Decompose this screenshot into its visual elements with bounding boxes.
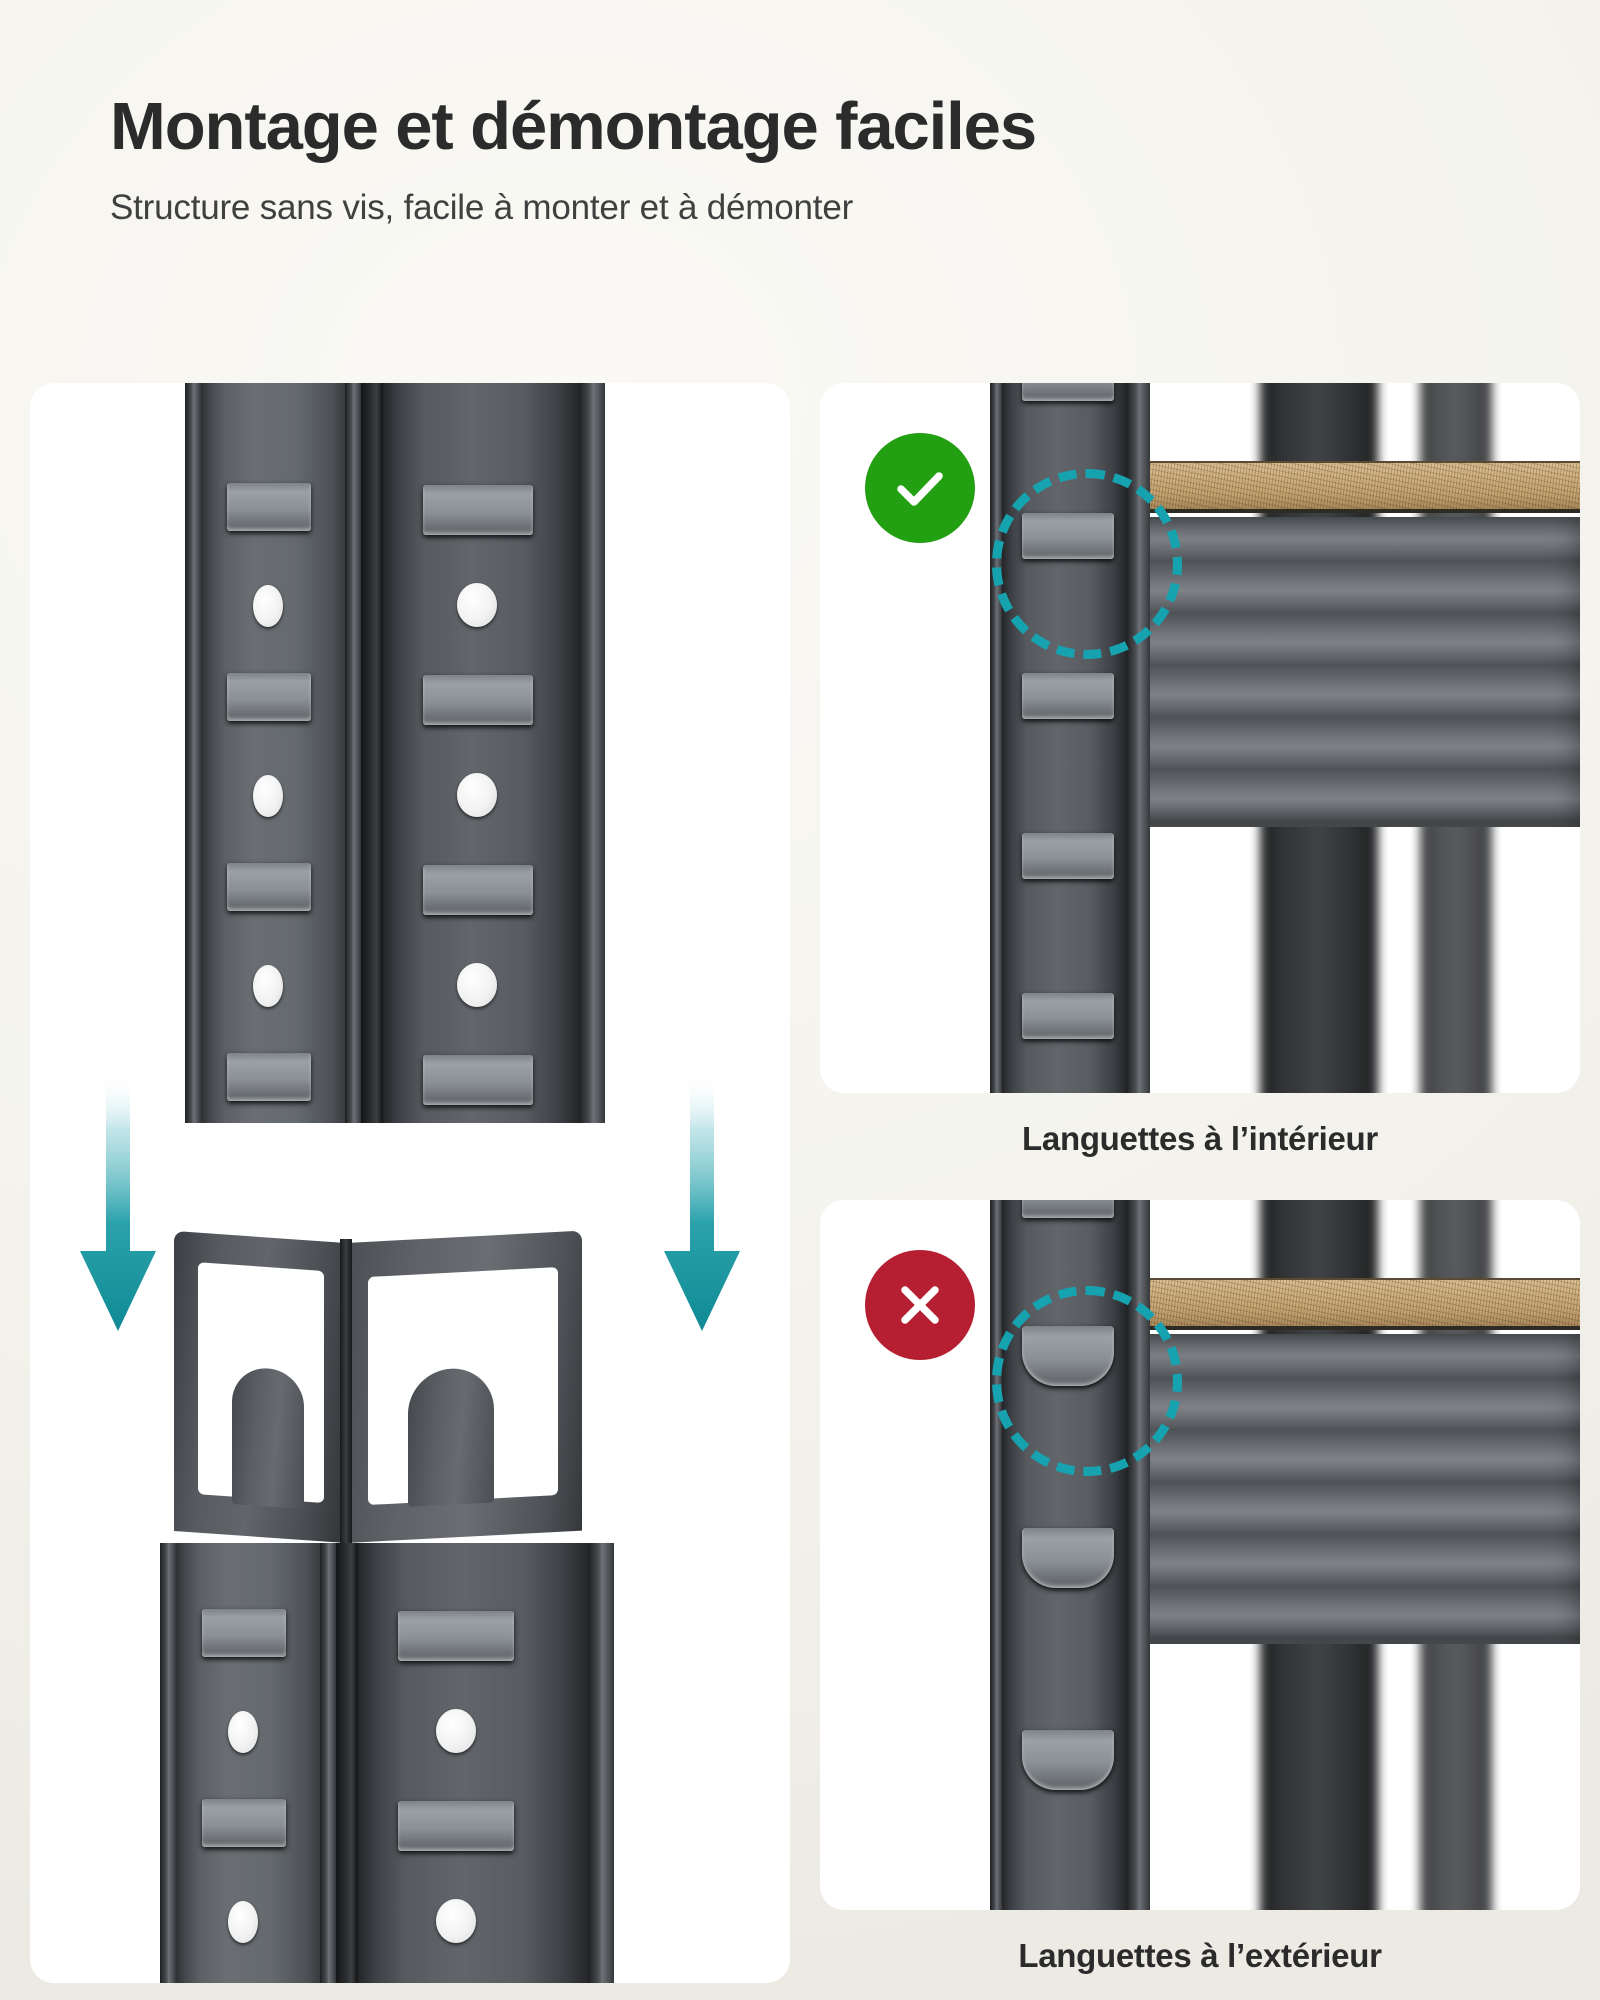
bracket-corner-seam	[340, 1239, 352, 1551]
post-tab	[193, 1796, 295, 1850]
post-tab-flat	[1013, 1200, 1123, 1221]
bracket-tongue-right	[408, 1366, 494, 1507]
post-hole	[457, 963, 497, 1007]
page-title: Montage et démontage faciles	[110, 89, 1037, 164]
post-edge-rail-left	[990, 383, 1002, 1093]
post-tab	[414, 482, 542, 538]
post-hole	[253, 775, 283, 817]
post-tab	[218, 1050, 320, 1104]
caption-correct: Languettes à l’intérieur	[1022, 1120, 1378, 1157]
post-edge-rail-left	[160, 1543, 176, 1983]
post-hole	[457, 583, 497, 627]
corner-bracket-connector	[160, 1230, 630, 1983]
header: Montage et démontage faciles Structure s…	[110, 89, 1490, 228]
post-hole	[253, 965, 283, 1007]
post-tab-flat	[1013, 670, 1123, 722]
post-edge-rail-mid-a	[345, 383, 361, 1123]
lower-post-body	[160, 1543, 630, 1983]
post-hole	[228, 1901, 258, 1943]
bracket-tongue-left	[232, 1365, 304, 1509]
upright-post-pair-top	[185, 383, 605, 1123]
shelf-beam	[1120, 1334, 1580, 1644]
post-edge-rail-mid-b	[320, 1543, 336, 1983]
shelf-board-edge	[1120, 461, 1580, 513]
post-tab-flat	[1013, 830, 1123, 882]
post-tab	[414, 862, 542, 918]
post-tab	[218, 860, 320, 914]
post-hole	[457, 773, 497, 817]
panel-correct-example	[820, 383, 1580, 1093]
post-tab-protruding	[1013, 1525, 1123, 1591]
post-hole	[436, 1899, 476, 1943]
dashed-highlight-circle	[992, 469, 1182, 659]
post-tab	[218, 670, 320, 724]
panel-assembly-illustration	[30, 383, 790, 1983]
shelf-board-edge	[1120, 1278, 1580, 1330]
down-arrow-left	[80, 1073, 156, 1331]
post-tab	[414, 1052, 542, 1108]
cross-circle-icon	[901, 1286, 939, 1324]
shelf-beam	[1120, 517, 1580, 827]
post-hole	[228, 1711, 258, 1753]
post-tab-protruding	[1013, 1727, 1123, 1793]
post-tab	[218, 480, 320, 534]
post-hole	[253, 585, 283, 627]
caption-incorrect: Languettes à l’extérieur	[1018, 1937, 1382, 1974]
dashed-highlight-circle	[992, 1286, 1182, 1476]
post-tab	[414, 672, 542, 728]
post-corner-seam	[361, 383, 383, 1123]
post-edge-rail-left	[990, 1200, 1002, 1910]
post-edge-rail-left	[185, 383, 201, 1123]
page-subtitle: Structure sans vis, facile à monter et à…	[110, 188, 854, 228]
post-tab-flat	[1013, 383, 1123, 404]
status-badge-incorrect	[865, 1250, 975, 1360]
post-tab	[389, 1608, 523, 1664]
status-badge-correct	[865, 433, 975, 543]
panel-incorrect-example	[820, 1200, 1580, 1910]
post-tab	[389, 1798, 523, 1854]
post-edge-rail-right	[588, 1543, 614, 1983]
post-tab-flat	[1013, 990, 1123, 1042]
check-circle-icon	[897, 472, 943, 506]
down-arrow-right	[664, 1073, 740, 1331]
post-tab	[193, 1606, 295, 1660]
post-corner-seam	[336, 1543, 358, 1983]
post-edge-rail-right	[579, 383, 605, 1123]
post-hole	[436, 1709, 476, 1753]
